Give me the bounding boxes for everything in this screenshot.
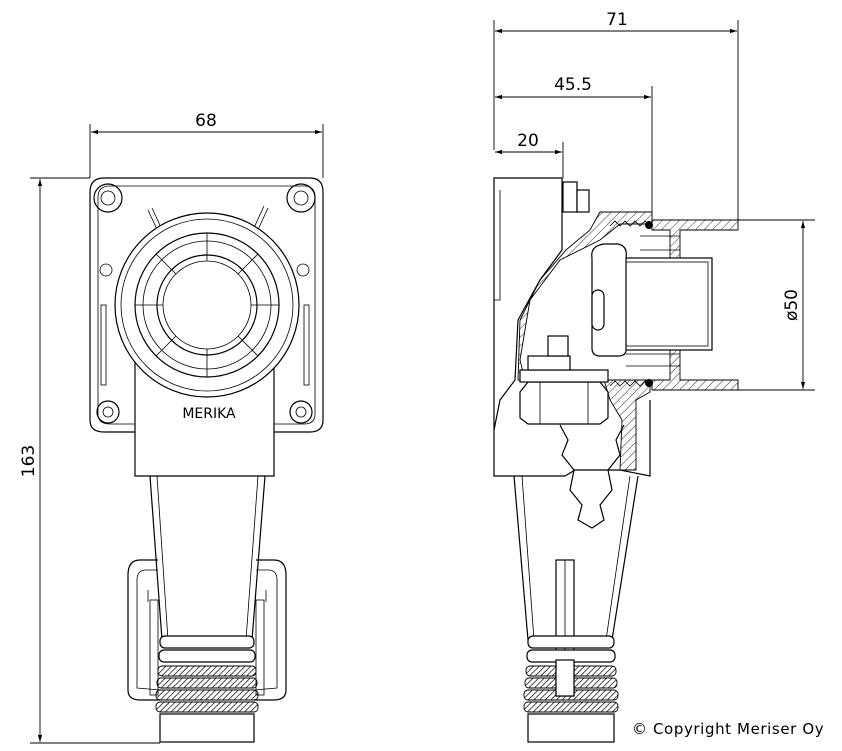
dimension-45-5-label: 45.5 [554, 75, 592, 95]
dimension-163-label: 163 [19, 445, 39, 477]
dimension-45-5: 45.5 [495, 75, 653, 215]
screw-hole [93, 183, 123, 213]
side-wall-plate [493, 177, 563, 431]
screw-hole [286, 183, 316, 213]
cable-taper [149, 475, 266, 641]
side-grommet [523, 635, 619, 743]
front-view: 68 163 [19, 111, 324, 744]
dimension-163: 163 [19, 177, 160, 744]
side-view: 71 45.5 20 ø50 [493, 10, 815, 743]
dimension-71-label: 71 [606, 10, 628, 30]
dimension-20-label: 20 [517, 131, 539, 151]
dimension-68-label: 68 [195, 111, 217, 131]
dimension-diameter-50: ø50 [738, 219, 815, 391]
dimension-68: 68 [89, 111, 324, 178]
side-taper [513, 475, 639, 641]
copyright-notice: © Copyright Meriser Oy [632, 720, 825, 738]
side-body [493, 400, 651, 477]
dimension-diameter-50-label: ø50 [782, 289, 802, 321]
dimension-20: 20 [495, 131, 564, 178]
mounting-plate [89, 177, 324, 433]
hex-nut [519, 381, 609, 425]
cable-grommet [155, 635, 259, 743]
socket-insert [619, 257, 713, 351]
socket-face [114, 212, 300, 398]
screw-hole [96, 400, 120, 424]
dimension-71: 71 [493, 10, 739, 220]
brand-label: MERIKA [182, 406, 236, 422]
handle [127, 559, 160, 701]
screw-hole [289, 400, 313, 424]
section-shell [517, 211, 653, 381]
